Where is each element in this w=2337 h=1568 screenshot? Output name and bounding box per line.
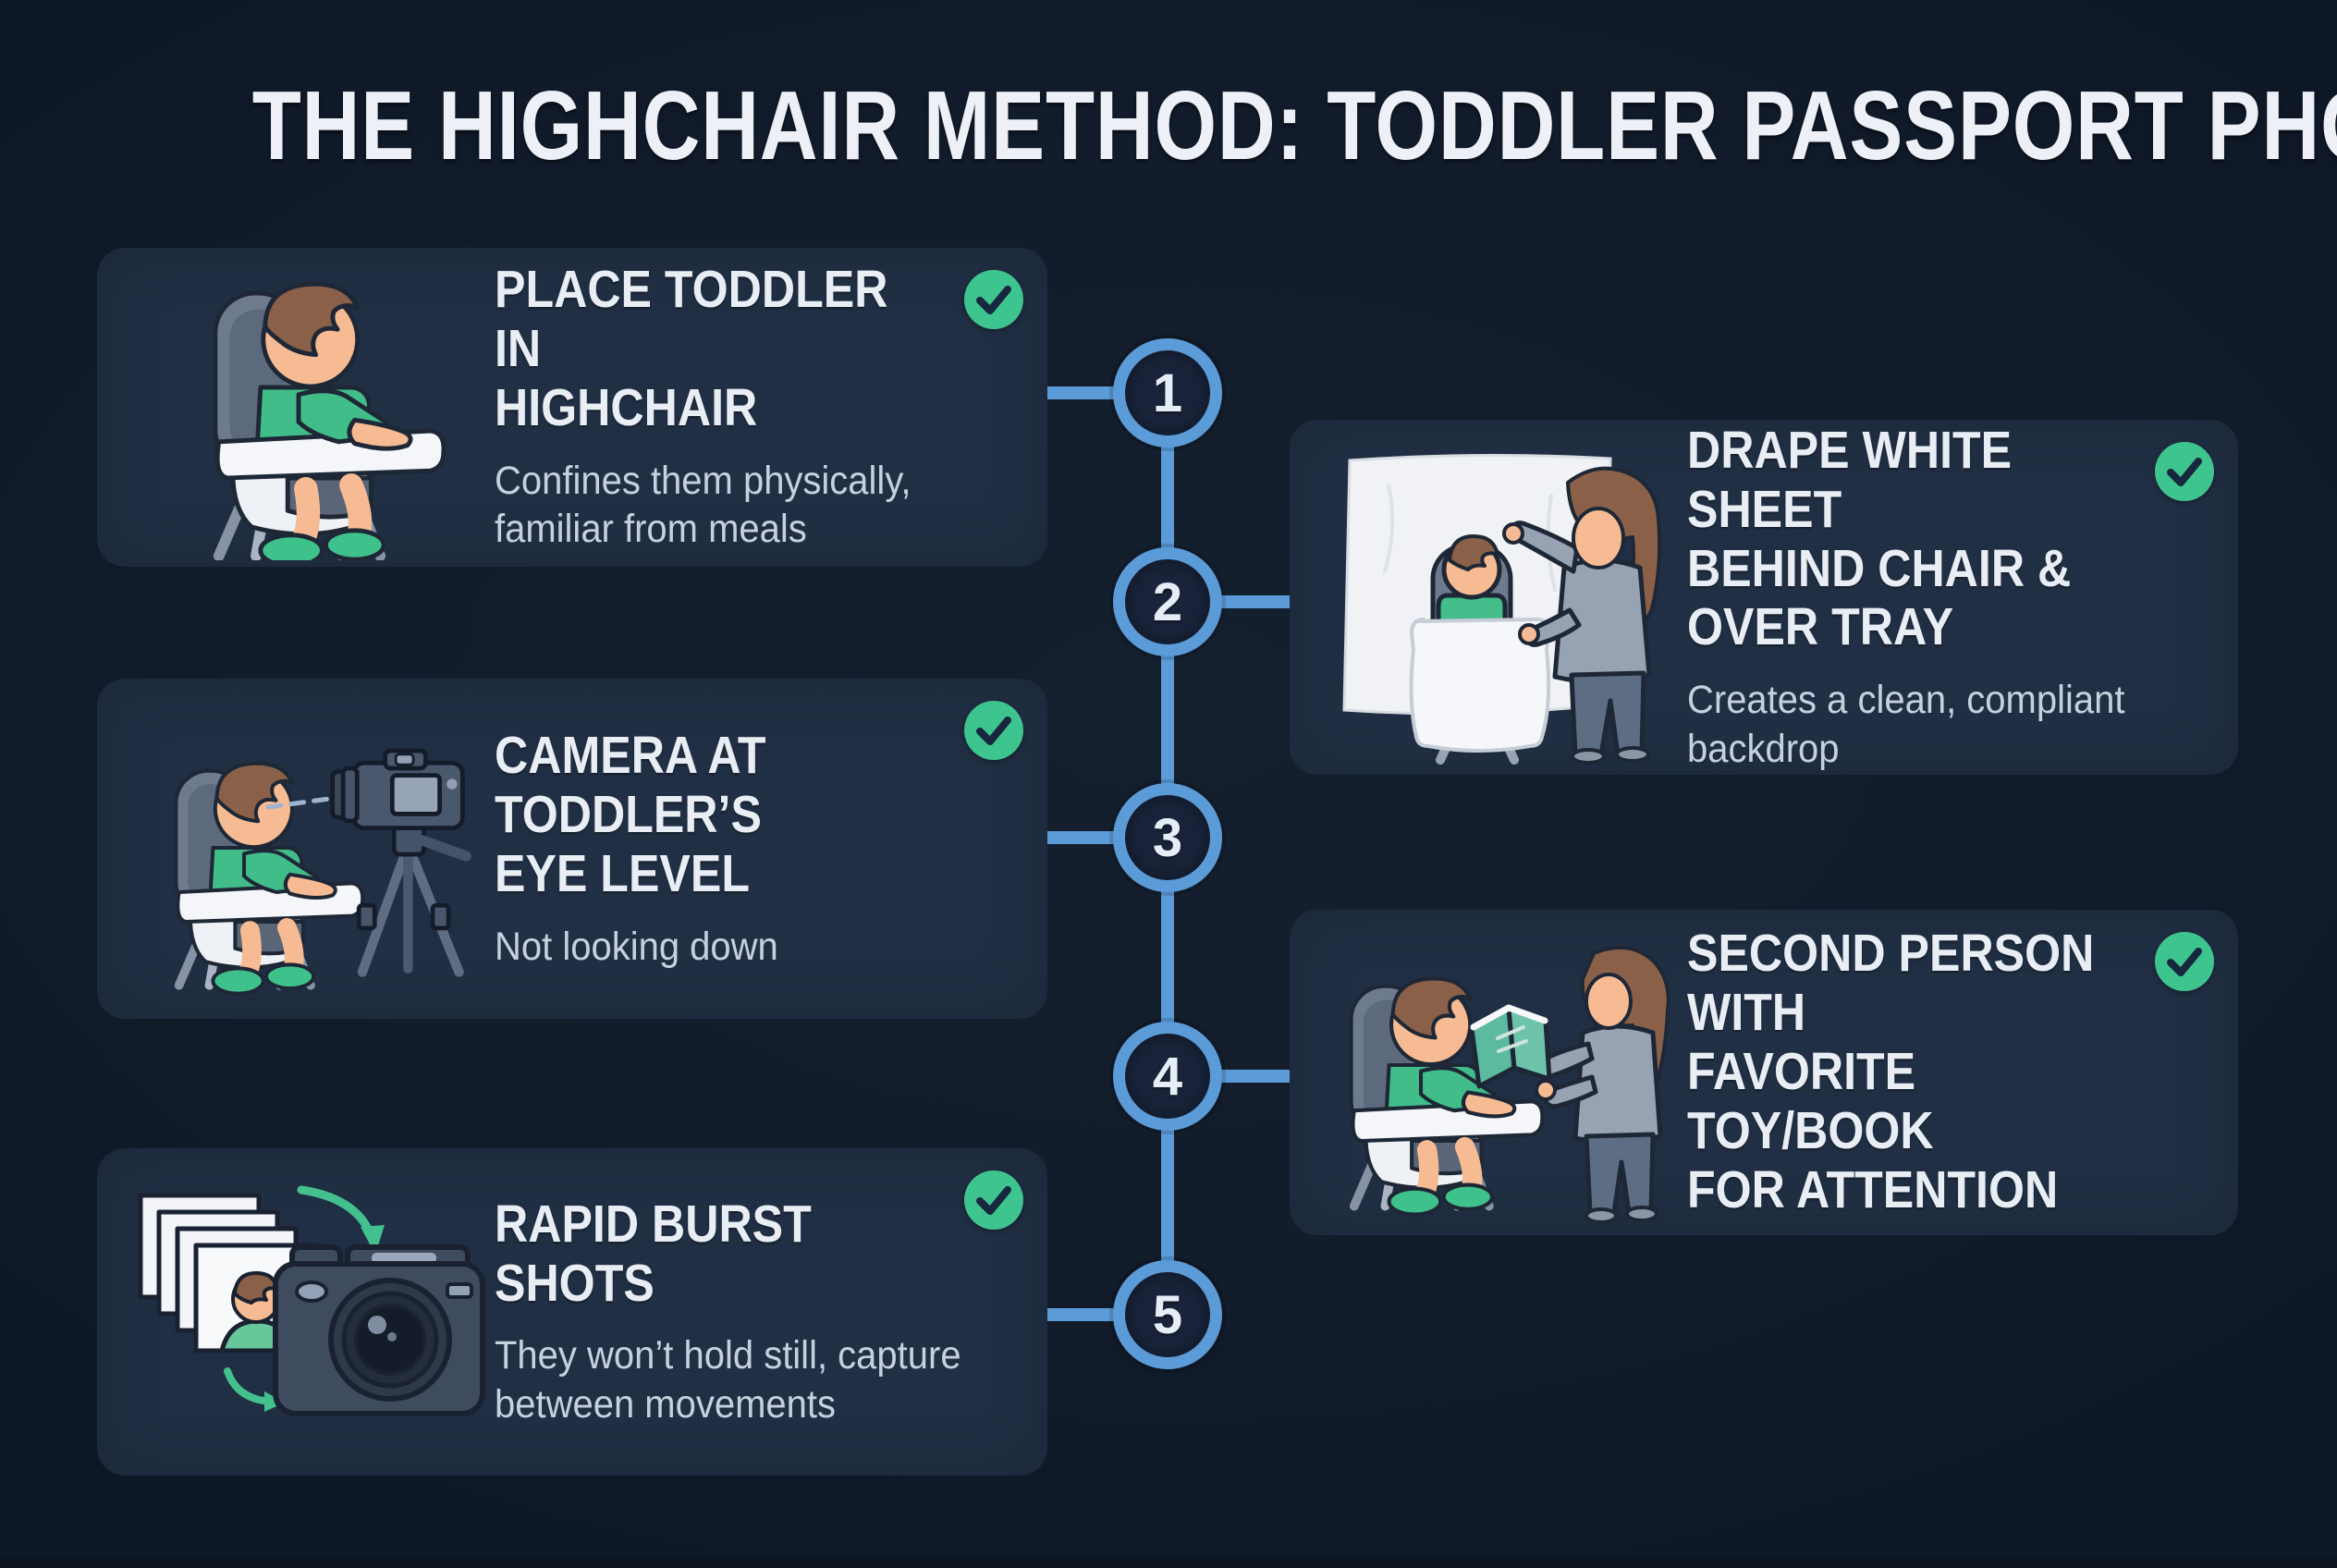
timeline-node-4: 4 [1113,1022,1222,1131]
page-title: THE HIGHCHAIR METHOD: TODDLER PASSPORT P… [0,70,2337,182]
step-1-title: PLACE TODDLER IN HIGHCHAIR [495,260,888,437]
step-5-title: RAPID BURST SHOTS [495,1194,812,1313]
step-4-text: SECOND PERSON WITH FAVORITE TOY/BOOK FOR… [1687,924,2197,1219]
step-1-subtitle: Confines them physically, familiar from … [495,458,912,552]
step-number: 4 [1152,1046,1183,1107]
step-3-text: CAMERA AT TODDLER’S EYE LEVEL Not lookin… [495,726,1007,971]
illustration-second-person-with-book [1317,920,1687,1225]
burst-photos-image [138,1185,485,1416]
step-5-text: RAPID BURST SHOTS They won’t hold still,… [495,1194,1007,1429]
step-number: 1 [1152,362,1183,423]
check-icon [2155,442,2214,501]
step-card-4: SECOND PERSON WITH FAVORITE TOY/BOOK FOR… [1290,910,2238,1235]
check-icon [2155,932,2214,991]
illustration-camera-at-toddler-eye-level [125,696,495,1001]
step-1-text: PLACE TODDLER IN HIGHCHAIR Confines them… [495,260,1007,553]
step-number: 3 [1152,807,1183,868]
page-title-text: THE HIGHCHAIR METHOD: TODDLER PASSPORT P… [251,71,2337,180]
step-4-title: SECOND PERSON WITH FAVORITE TOY/BOOK FOR… [1687,924,2095,1219]
step-number: 5 [1152,1284,1183,1345]
draping-sheet-image [1342,453,1662,765]
step-card-5: RAPID BURST SHOTS They won’t hold still,… [97,1148,1047,1476]
step-3-title: CAMERA AT TODDLER’S EYE LEVEL [495,726,766,903]
illustration-burst-photos-and-camera [125,1173,495,1451]
step-number: 2 [1152,571,1183,632]
timeline-node-2: 2 [1113,547,1222,656]
illustration-parent-draping-white-sheet [1317,429,1687,766]
step-card-2: DRAPE WHITE SHEET BEHIND CHAIR & OVER TR… [1290,420,2238,775]
timeline-node-3: 3 [1113,783,1222,892]
check-icon [964,270,1023,329]
step-card-1: PLACE TODDLER IN HIGHCHAIR Confines them… [97,248,1047,567]
step-2-title: DRAPE WHITE SHEET BEHIND CHAIR & OVER TR… [1687,420,2072,657]
second-person-book-image [1322,946,1670,1225]
check-icon [964,1170,1023,1230]
step-2-subtitle: Creates a clean, compliant backdrop [1687,678,2125,771]
timeline-node-5: 5 [1113,1260,1222,1369]
step-2-text: DRAPE WHITE SHEET BEHIND CHAIR & OVER TR… [1687,420,2197,773]
step-3-subtitle: Not looking down [495,924,778,969]
check-icon [964,701,1023,760]
timeline-node-1: 1 [1113,338,1222,447]
illustration-toddler-in-highchair [125,255,495,560]
toddler-in-highchair-image [129,255,490,560]
camera-eye-level-image [129,696,490,1001]
step-5-subtitle: They won’t hold still, capture between m… [495,1333,961,1427]
step-card-3: CAMERA AT TODDLER’S EYE LEVEL Not lookin… [97,679,1047,1019]
